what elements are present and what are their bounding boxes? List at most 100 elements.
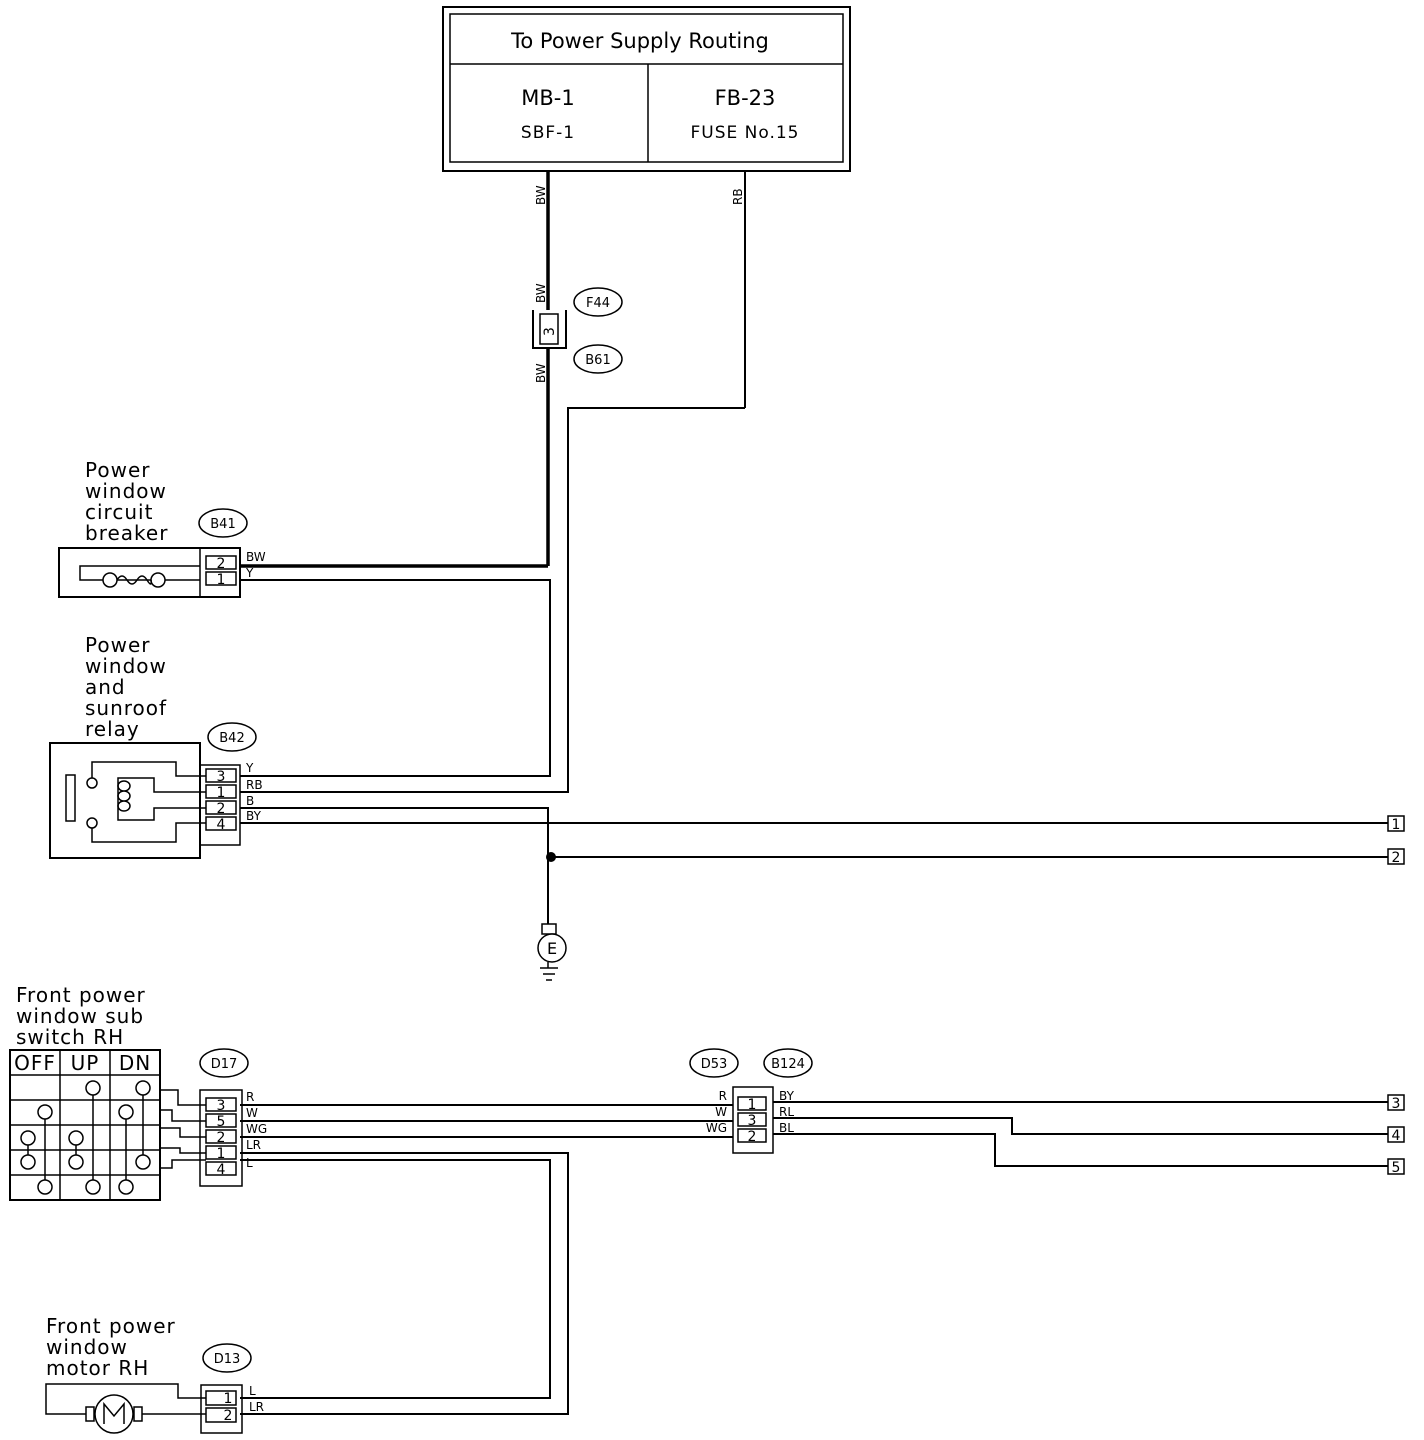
wire-y-relay: Y (245, 761, 254, 775)
wire-lr-d13: LR (249, 1400, 264, 1414)
sw-col-off: OFF (14, 1051, 56, 1075)
wire-rb-relay: RB (246, 778, 263, 792)
relay-label: Power window and sunroof relay (85, 633, 167, 741)
ref-1-label: 1 (1392, 817, 1401, 833)
tag-d13-label: D13 (214, 1352, 241, 1367)
wire-bw-b61: BW (534, 363, 548, 383)
wire-r-d53: R (719, 1089, 727, 1103)
relay-line-5: relay (85, 717, 140, 741)
wire-w-d17: W (246, 1106, 258, 1120)
supply-wires (240, 171, 1388, 924)
ref-3-label: 3 (1392, 1096, 1401, 1112)
d53-pin-3: 3 (748, 1113, 757, 1129)
tag-b42-label: B42 (219, 731, 244, 746)
cb-line-3: circuit (85, 500, 153, 524)
tag-d53: D53 (689, 1048, 739, 1078)
sw-line-1: Front power (16, 983, 146, 1007)
power-box-fb23: FB-23 (715, 86, 776, 110)
ref-box-4: 4 (1387, 1126, 1405, 1144)
ref-5-label: 5 (1392, 1160, 1401, 1176)
wire-by-b124: BY (779, 1089, 795, 1103)
wire-r-d17: R (246, 1090, 254, 1104)
wire-bw-cb: BW (246, 550, 266, 564)
relay: 3 1 2 4 (49, 742, 241, 859)
d13-pin-2: 2 (224, 1408, 233, 1424)
sw-col-dn: DN (119, 1051, 151, 1075)
relay-line-3: and (85, 675, 126, 699)
wire-wg-d17: WG (246, 1122, 267, 1136)
relay-line-2: window (85, 654, 167, 678)
sub-switch-leads (160, 1089, 206, 1169)
sub-switch-table: OFF UP DN (9, 1049, 161, 1201)
power-box-sbf1: SBF-1 (521, 123, 575, 143)
wire-lr-d17: LR (246, 1138, 261, 1152)
d17-pin-5: 5 (217, 1114, 226, 1130)
ground-symbol: E (537, 923, 567, 981)
wire-bw-f44: BW (534, 283, 548, 303)
ref-box-5: 5 (1387, 1158, 1405, 1176)
tag-b124: B124 (763, 1048, 813, 1078)
power-box-fuse: FUSE No.15 (690, 123, 799, 143)
power-supply-box: To Power Supply Routing MB-1 SBF-1 FB-23… (442, 6, 851, 172)
tag-b41-label: B41 (210, 517, 235, 532)
tag-b42: B42 (207, 722, 257, 752)
d17-pin-2: 2 (217, 1130, 226, 1146)
wire-l-d13: L (249, 1384, 256, 1398)
tag-b61: B61 (573, 344, 623, 374)
motor-line-3: motor RH (46, 1356, 149, 1380)
connector-f44-b61: 3 (532, 310, 567, 349)
b124-wires (773, 1101, 1388, 1167)
relay-pin-4: 4 (217, 817, 226, 833)
relay-line-1: Power (85, 633, 150, 657)
ref-box-2: 2 (1387, 848, 1405, 866)
wire-wg-d53: WG (706, 1121, 727, 1135)
tag-f44: F44 (573, 287, 623, 317)
relay-pin-1: 1 (217, 785, 226, 801)
wire-w-d53: W (715, 1105, 727, 1119)
d53-pin-2: 2 (748, 1129, 757, 1145)
cb-line-1: Power (85, 458, 150, 482)
wire-bl-b124: BL (779, 1121, 794, 1135)
circuit-breaker: 2 1 (58, 547, 241, 598)
sw-col-up: UP (71, 1051, 100, 1075)
switch-wires (240, 1104, 733, 1415)
cb-line-4: breaker (85, 521, 168, 545)
tag-d53-label: D53 (701, 1057, 728, 1072)
tag-d17-label: D17 (211, 1057, 238, 1072)
tag-f44-label: F44 (586, 296, 610, 311)
junction-dot (546, 852, 556, 862)
wire-b-relay: B (246, 794, 254, 808)
circuit-breaker-label: Power window circuit breaker (85, 458, 168, 545)
relay-pin-2: 2 (217, 801, 226, 817)
d17-pin-4: 4 (217, 1162, 226, 1178)
power-box-title: To Power Supply Routing (510, 29, 769, 53)
ref-box-3: 3 (1387, 1094, 1405, 1112)
wire-y-cb: Y (245, 566, 254, 580)
motor-line-1: Front power (46, 1314, 176, 1338)
ref-2-label: 2 (1392, 850, 1401, 866)
d17-pin-1: 1 (217, 1146, 226, 1162)
connector-d17: 3 5 2 1 4 (199, 1089, 243, 1187)
sub-switch-label: Front power window sub switch RH (16, 983, 146, 1049)
d53-pin-1: 1 (748, 1097, 757, 1113)
ground-label: E (547, 939, 557, 958)
pin-3: 3 (542, 327, 558, 336)
motor-line-2: window (46, 1335, 128, 1359)
power-box-mb1: MB-1 (521, 86, 574, 110)
cb-pin-2: 2 (217, 556, 226, 572)
relay-pin-3: 3 (217, 769, 226, 785)
wire-rl-b124: RL (779, 1105, 794, 1119)
connector-d53: 1 3 2 (732, 1086, 774, 1154)
wire-by-relay: BY (246, 809, 262, 823)
wire-bw-top: BW (534, 185, 548, 205)
tag-b61-label: B61 (585, 353, 610, 368)
d13-pin-1: 1 (224, 1391, 233, 1407)
wire-rb-top: RB (731, 188, 745, 205)
ref-4-label: 4 (1392, 1128, 1401, 1144)
tag-d13: D13 (202, 1343, 252, 1373)
d17-pin-3: 3 (217, 1098, 226, 1114)
tag-d17: D17 (199, 1048, 249, 1078)
cb-pin-1: 1 (217, 572, 226, 588)
sw-line-3: switch RH (16, 1025, 124, 1049)
